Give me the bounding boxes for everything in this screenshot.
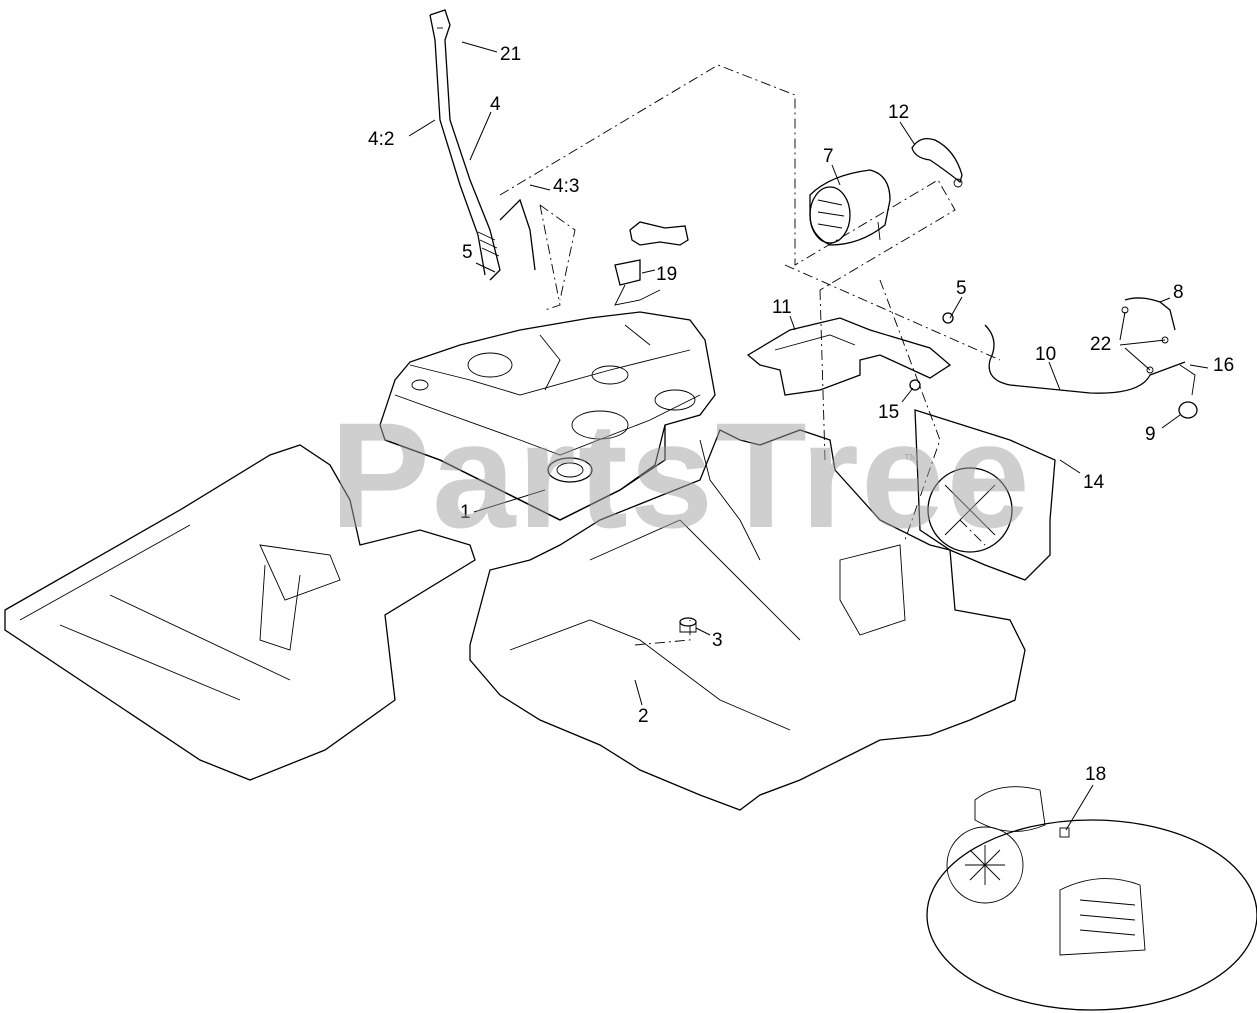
canister-bracket-part (746, 312, 954, 396)
callout-1[interactable]: 1 (460, 502, 471, 523)
clamp-strap-part (911, 137, 963, 188)
callout-16[interactable]: 16 (1213, 355, 1234, 376)
vent-bracket-part (614, 221, 689, 306)
filler-neck-part (429, 9, 536, 281)
callout-12[interactable]: 12 (888, 102, 909, 123)
engine-inset (926, 786, 1257, 1011)
watermark-trademark: ™ (903, 452, 919, 469)
callout-4-3[interactable]: 4:3 (553, 176, 579, 197)
callout-5-bracket[interactable]: 5 (956, 278, 967, 299)
callout-14[interactable]: 14 (1083, 472, 1105, 493)
callout-19[interactable]: 19 (656, 264, 677, 285)
callout-7[interactable]: 7 (823, 146, 834, 167)
callout-4-2[interactable]: 4:2 (368, 129, 394, 150)
callout-8[interactable]: 8 (1173, 282, 1184, 303)
callout-15[interactable]: 15 (878, 402, 899, 423)
chassis-frame-part (469, 429, 1026, 811)
assembly-guide-lines (499, 64, 1001, 646)
callout-4[interactable]: 4 (490, 94, 501, 115)
callout-5-filler[interactable]: 5 (462, 242, 473, 263)
callout-22[interactable]: 22 (1090, 334, 1111, 355)
callout-9[interactable]: 9 (1145, 424, 1156, 445)
fuel-tank-part (379, 311, 716, 521)
callout-21[interactable]: 21 (500, 44, 521, 65)
leader-lines (408, 41, 1209, 831)
watermark: PartsTree (330, 391, 1032, 559)
callout-11[interactable]: 11 (772, 297, 792, 318)
callout-18[interactable]: 18 (1085, 764, 1106, 785)
canister-part (809, 169, 891, 246)
callout-labels: 21 4 4:2 4:3 5 19 12 7 11 5 8 22 10 16 9… (368, 44, 1234, 785)
callout-10[interactable]: 10 (1035, 344, 1056, 365)
callout-2[interactable]: 2 (638, 706, 649, 727)
left-frame-part (4, 444, 476, 781)
callout-3[interactable]: 3 (712, 630, 723, 651)
shroud-panel-part (914, 409, 1056, 581)
